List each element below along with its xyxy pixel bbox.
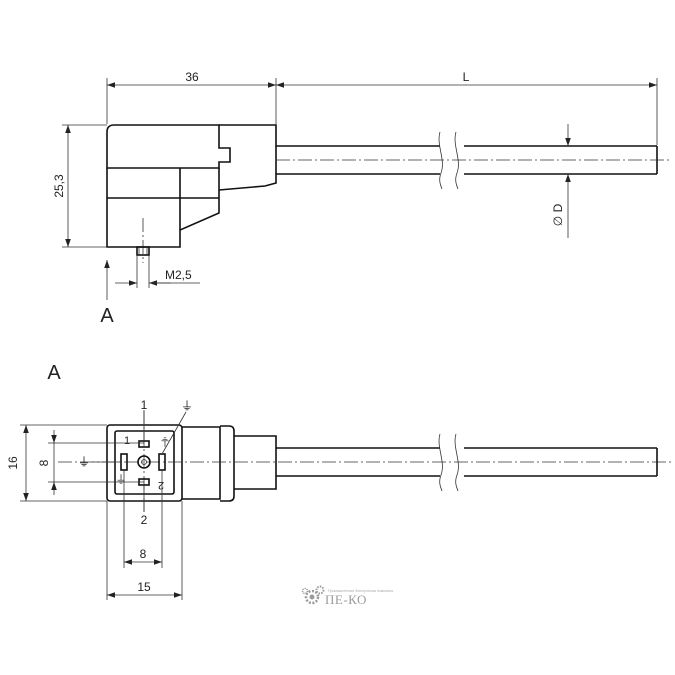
- dim-width-8: 8: [123, 470, 163, 568]
- logo-tagline: Промышленная Электронная Компания: [328, 589, 393, 593]
- dim-height-outer-label: 16: [6, 456, 20, 470]
- dim-width-36: 36: [106, 70, 277, 124]
- dim-cable-length: L: [276, 70, 658, 145]
- front-view-title: A: [47, 362, 61, 384]
- dim-width-label: 36: [185, 70, 199, 84]
- front-view: A 1 2 ⏚ ⏚: [6, 362, 672, 600]
- dim-diameter: ∅ D: [551, 124, 571, 238]
- connector-body-front: 1 2 ⏚ ⏚: [58, 410, 672, 512]
- dim-cable-length-label: L: [463, 70, 470, 84]
- gear-icon: [301, 585, 325, 605]
- dim-thread-label: M2,5: [165, 268, 192, 282]
- pin-leaders: 1 2 ⏚ ⏚: [78, 398, 193, 527]
- dim-thread: M2,5: [115, 255, 200, 288]
- side-view: 36 L 25,3 M2,5 ∅ D: [52, 70, 672, 327]
- dim-diameter-label: ∅ D: [551, 203, 565, 226]
- view-arrow-a: A: [100, 260, 114, 327]
- dim-height-25-3: 25,3: [52, 124, 107, 248]
- dim-height-inner-label: 8: [37, 459, 51, 466]
- pin-label-2: 2: [141, 513, 148, 527]
- dim-width-15: 15: [106, 501, 183, 600]
- dim-height-16: 16: [6, 424, 107, 502]
- dim-height-label: 25,3: [52, 174, 66, 198]
- dim-width-outer-label: 15: [137, 580, 151, 594]
- face-label-1: 1: [124, 435, 130, 447]
- cable-front: [276, 433, 658, 492]
- logo-text: ПЕ-КО: [325, 592, 367, 607]
- dim-height-8: 8: [37, 430, 144, 495]
- view-arrow-label: A: [100, 305, 114, 327]
- brand-logo: Промышленная Электронная Компания ПЕ-КО: [301, 585, 393, 607]
- pin-label-1: 1: [141, 398, 148, 412]
- ground-symbol-left: ⏚: [78, 455, 90, 469]
- face-ground-symbol-left: ⏚: [116, 473, 127, 486]
- connector-body-side: [106, 124, 277, 263]
- cable-side: [276, 131, 672, 190]
- face-label-2: 2: [158, 479, 164, 491]
- ground-symbol-top: ⏚: [181, 399, 193, 413]
- dim-width-inner-label: 8: [140, 547, 147, 561]
- face-ground-symbol-right: ⏚: [160, 435, 171, 448]
